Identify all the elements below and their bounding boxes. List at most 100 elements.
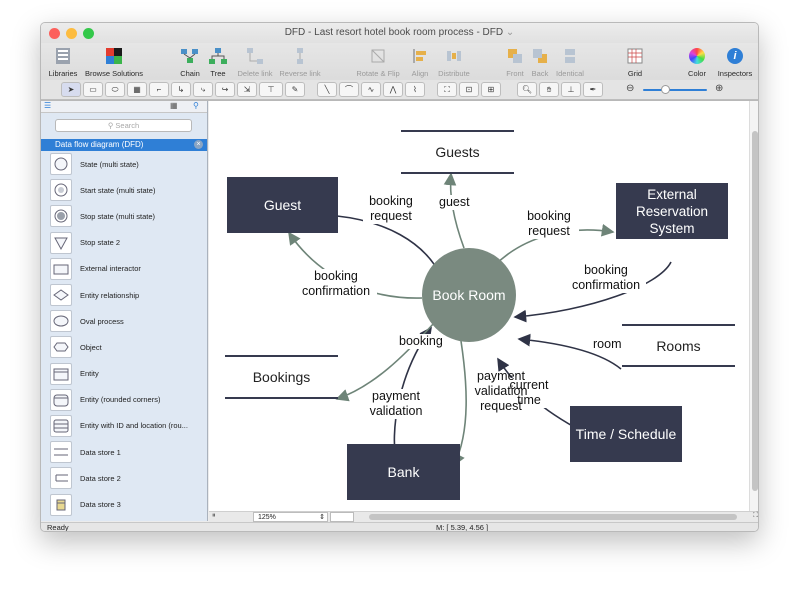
pointer-tool[interactable]: ➤: [61, 82, 81, 97]
list-item[interactable]: Data store 1: [41, 439, 207, 465]
round-connector-tool[interactable]: ↪: [215, 82, 235, 97]
list-item[interactable]: State (multi state): [41, 151, 207, 177]
pause-icon[interactable]: ⏸: [212, 512, 216, 519]
entity-shape-icon: [50, 362, 72, 385]
reverse-link-button[interactable]: Reverse link: [277, 46, 323, 78]
horizontal-scroll-thumb[interactable]: [369, 514, 737, 520]
eyedropper-tool[interactable]: ✒: [583, 82, 603, 97]
list-item[interactable]: Object: [41, 334, 207, 360]
search-tab-icon[interactable]: ⚲: [193, 101, 199, 110]
rotate-flip-button[interactable]: Rotate & Flip: [353, 46, 403, 78]
list-item[interactable]: Stop state (multi state): [41, 203, 207, 229]
label-current-time: current time: [499, 378, 559, 408]
solutions-icon: [104, 46, 124, 66]
line-tool[interactable]: ╲: [317, 82, 337, 97]
group-tool[interactable]: ⊞: [481, 82, 501, 97]
fit-page-icon[interactable]: ⛶: [753, 512, 758, 519]
zoom-button[interactable]: [83, 28, 94, 39]
zoom-select[interactable]: 125%⇕: [253, 512, 328, 522]
zoom-tool[interactable]: 🔍︎: [517, 82, 537, 97]
list-item[interactable]: External interactor: [41, 256, 207, 282]
close-button[interactable]: [49, 28, 60, 39]
text-tool[interactable]: ✎: [285, 82, 305, 97]
tree-connector-icon: ⊤: [267, 85, 275, 94]
identical-button[interactable]: Identical: [553, 46, 587, 78]
rectangle-tool[interactable]: ▭: [83, 82, 103, 97]
smart-connector-icon: ⤷: [200, 85, 206, 94]
ellipse-tool[interactable]: ⬭: [105, 82, 125, 97]
mouse-coordinates: M: [ 5.39, 4.56 ]: [436, 523, 489, 532]
vertical-scrollbar[interactable]: [749, 101, 758, 511]
entity-bank[interactable]: Bank: [347, 444, 460, 500]
chevron-down-icon[interactable]: ⌄: [505, 27, 515, 38]
list-item[interactable]: Entity: [41, 361, 207, 387]
curve-connector-tool[interactable]: ↳: [171, 82, 191, 97]
polyline-tool[interactable]: ⋀: [383, 82, 403, 97]
delete-link-button[interactable]: Delete link: [235, 46, 275, 78]
table-icon: ▦: [133, 85, 141, 94]
snapshot-tool[interactable]: ⛶: [437, 82, 457, 97]
curve-connector-icon: ↳: [177, 85, 185, 94]
entity-time-schedule[interactable]: Time / Schedule: [570, 406, 682, 462]
list-view-icon[interactable]: ☰: [44, 101, 52, 110]
align-button[interactable]: Align: [406, 46, 434, 78]
list-item[interactable]: Data store 3: [41, 491, 207, 517]
list-item[interactable]: Entity (rounded corners): [41, 387, 207, 413]
shape-list: State (multi state) Start state (multi s…: [41, 151, 207, 518]
data-store-rooms[interactable]: Rooms: [622, 324, 735, 367]
rectangle-icon: ▭: [89, 85, 97, 94]
chain-button[interactable]: Chain: [177, 46, 203, 78]
browse-solutions-button[interactable]: Browse Solutions: [83, 46, 145, 78]
grid-button[interactable]: Grid: [623, 46, 647, 78]
smart-connector-tool[interactable]: ⤷: [193, 82, 213, 97]
tree-button[interactable]: Tree: [205, 46, 231, 78]
data-store-bookings[interactable]: Bookings: [225, 355, 338, 399]
zoom-in-icon[interactable]: ⊕: [715, 83, 724, 94]
diagram-canvas[interactable]: Guest External Reservation System Bank T…: [209, 101, 749, 511]
state-shape-icon: [50, 153, 72, 176]
chain-connector-tool[interactable]: ⇲: [237, 82, 257, 97]
entity-guest[interactable]: Guest: [227, 177, 338, 233]
status-bar: Ready M: [ 5.39, 4.56 ]: [41, 522, 758, 532]
list-item[interactable]: Start state (multi state): [41, 177, 207, 203]
process-book-room[interactable]: Book Room: [422, 248, 516, 342]
format-painter-tool[interactable]: ⊡: [459, 82, 479, 97]
list-item[interactable]: Entity with ID and location (rou...: [41, 413, 207, 439]
align-icon: [410, 46, 430, 66]
search-input[interactable]: ⚲ Search: [55, 119, 192, 132]
stop-state-shape-icon: [50, 205, 72, 228]
arc-tool[interactable]: ⌒: [339, 82, 359, 97]
zoom-out-icon[interactable]: ⊖: [626, 83, 635, 94]
page-view-buttons[interactable]: [330, 512, 354, 522]
distribute-button[interactable]: Distribute: [435, 46, 473, 78]
distribute-icon: [444, 46, 464, 66]
library-section-header[interactable]: Data flow diagram (DFD) ×: [41, 139, 207, 151]
close-icon[interactable]: ×: [194, 140, 203, 149]
stamp-tool[interactable]: ⊥: [561, 82, 581, 97]
minimize-button[interactable]: [66, 28, 77, 39]
bezier-tool[interactable]: ∿: [361, 82, 381, 97]
inspectors-button[interactable]: i Inspectors: [715, 46, 755, 78]
data-store-guests[interactable]: Guests: [401, 130, 514, 174]
zoom-slider-knob[interactable]: [661, 85, 670, 94]
vertical-scroll-thumb[interactable]: [752, 131, 758, 491]
drawing-toolbar: ➤ ▭ ⬭ ▦ ⌐ ↳ ⤷ ↪ ⇲ ⊤ ✎ ╲ ⌒ ∿ ⋀ ⌇ ⛶ ⊡ ⊞ 🔍︎…: [41, 80, 758, 100]
pan-tool[interactable]: ✋︎: [539, 82, 559, 97]
list-item[interactable]: Oval process: [41, 308, 207, 334]
list-item[interactable]: Stop state 2: [41, 230, 207, 256]
spline-tool[interactable]: ⌇: [405, 82, 425, 97]
list-item[interactable]: Entity relationship: [41, 282, 207, 308]
front-button[interactable]: Front: [503, 46, 527, 78]
zoom-slider[interactable]: [643, 85, 707, 94]
tree-connector-tool[interactable]: ⊤: [259, 82, 283, 97]
color-button[interactable]: Color: [685, 46, 709, 78]
library-sidebar: ☰ ▦ ⚲ ⚲ Search Data flow diagram (DFD) ×…: [41, 101, 208, 521]
back-button[interactable]: Back: [528, 46, 552, 78]
libraries-button[interactable]: Libraries: [47, 46, 79, 78]
grid-view-icon[interactable]: ▦: [170, 101, 178, 110]
entity-external-reservation-system[interactable]: External Reservation System: [616, 183, 728, 239]
connector-tool[interactable]: ⌐: [149, 82, 169, 97]
list-item[interactable]: Data store 2: [41, 465, 207, 491]
table-tool[interactable]: ▦: [127, 82, 147, 97]
spline-icon: ⌇: [413, 85, 417, 94]
